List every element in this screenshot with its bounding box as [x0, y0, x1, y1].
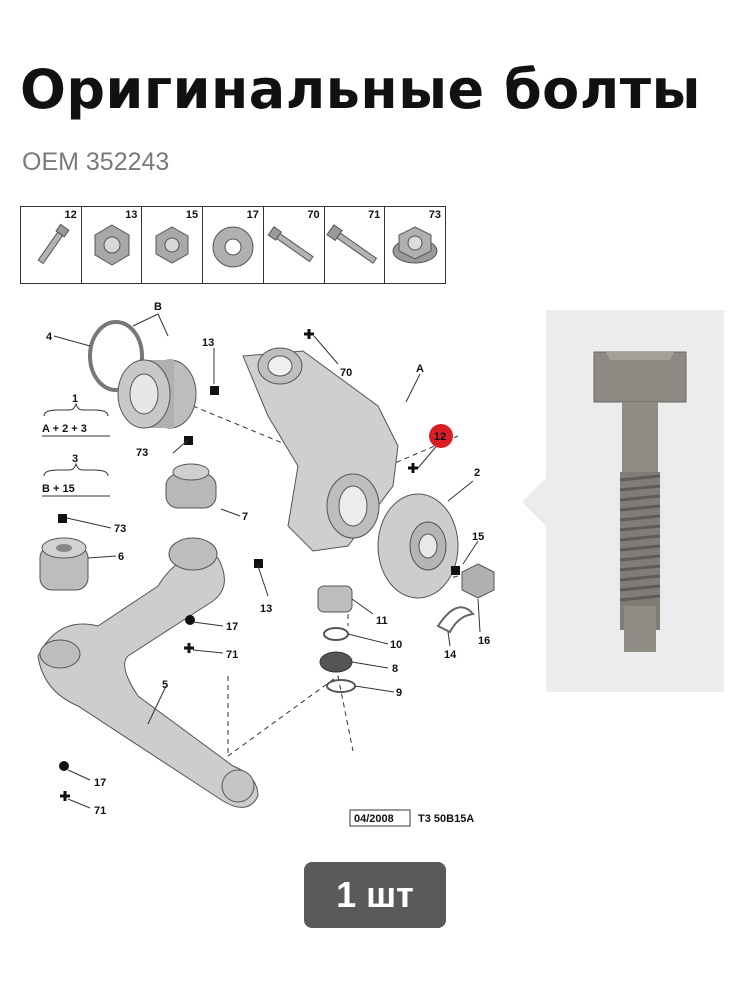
wheel-bearing — [117, 359, 197, 429]
callout-label: 14 — [444, 649, 457, 661]
hex-nut-icon — [155, 226, 189, 264]
part-number: 71 — [368, 209, 381, 221]
callout-label: 8 — [392, 663, 398, 675]
callout-label: 1 — [72, 393, 78, 405]
part-cell: 70 — [264, 207, 325, 283]
part-cell: 13 — [82, 207, 143, 283]
callout-label: 71 — [94, 805, 106, 817]
callout-label: 6 — [118, 551, 124, 563]
part-number: 12 — [64, 209, 77, 221]
bolt-icon — [267, 226, 314, 263]
callout-label: 11 — [376, 615, 388, 627]
photo-pointer — [522, 478, 546, 526]
page-title: Оригинальные болты — [20, 58, 701, 121]
wheel-hub — [377, 493, 459, 599]
callout-label: 7 — [242, 511, 248, 523]
callout-label: 17 — [94, 777, 106, 789]
callout-label: 13 — [260, 603, 272, 615]
part-number: 70 — [307, 209, 320, 221]
callout-label: 4 — [46, 331, 53, 343]
suspension-diagram: 4 B 13 70 A 12 1 A + 2 + 3 73 3 B + 15 7… — [37, 301, 495, 827]
callout-label: 73 — [114, 523, 126, 535]
hub-nut — [461, 563, 495, 599]
highlight-callout — [429, 424, 453, 448]
callout-label: 17 — [226, 621, 238, 633]
bushing-upper — [165, 463, 217, 509]
part-number: 73 — [428, 209, 442, 221]
callout-label: 10 — [390, 639, 402, 651]
dust-boot — [319, 651, 353, 673]
bolt-photo — [546, 310, 724, 692]
steering-knuckle — [242, 347, 399, 552]
parts-strip: 12 13 15 17 70 — [20, 206, 446, 284]
callout-label: 70 — [340, 367, 352, 379]
callout-label: B + 15 — [42, 483, 75, 495]
hex-nut-icon — [94, 224, 130, 266]
callout-label: 2 — [474, 467, 480, 479]
callout-label: A — [416, 363, 424, 375]
bolt-icon — [37, 223, 70, 265]
callout-label: A + 2 + 3 — [42, 423, 87, 435]
callout-label: 13 — [202, 337, 214, 349]
part-cell: 17 — [203, 207, 264, 283]
callout-label: 16 — [478, 635, 490, 647]
part-cell: 15 — [142, 207, 204, 283]
retaining-clip — [436, 606, 475, 634]
callout-label: 15 — [472, 531, 484, 543]
callout-label: 5 — [162, 679, 168, 691]
diagram-code: T3 50B15A — [418, 813, 474, 825]
diagram-date: 04/2008 — [354, 813, 394, 825]
snap-ring — [88, 320, 144, 392]
callout-label: 73 — [136, 447, 148, 459]
part-cell: 71 — [325, 207, 386, 283]
callout-label: 12 — [434, 431, 446, 443]
flange-nut-icon — [392, 226, 438, 264]
callout-label: 9 — [396, 687, 402, 699]
bolt-icon — [593, 351, 687, 652]
callout-label: B — [154, 301, 162, 313]
part-cell: 73 — [385, 207, 445, 283]
part-number: 17 — [246, 209, 259, 221]
part-number: 15 — [185, 209, 199, 221]
bushing-lower — [39, 537, 89, 591]
control-arm — [37, 554, 259, 808]
callout-label: 71 — [226, 649, 238, 661]
part-number: 13 — [125, 209, 138, 221]
callout-label: 3 — [72, 453, 78, 465]
quantity-badge: 1 шт — [304, 862, 446, 928]
bolt-icon — [325, 224, 377, 264]
oem-number: OEM 352243 — [22, 148, 170, 176]
part-cell: 12 — [21, 207, 82, 283]
ball-joint — [317, 585, 353, 613]
washer-icon — [212, 226, 254, 268]
